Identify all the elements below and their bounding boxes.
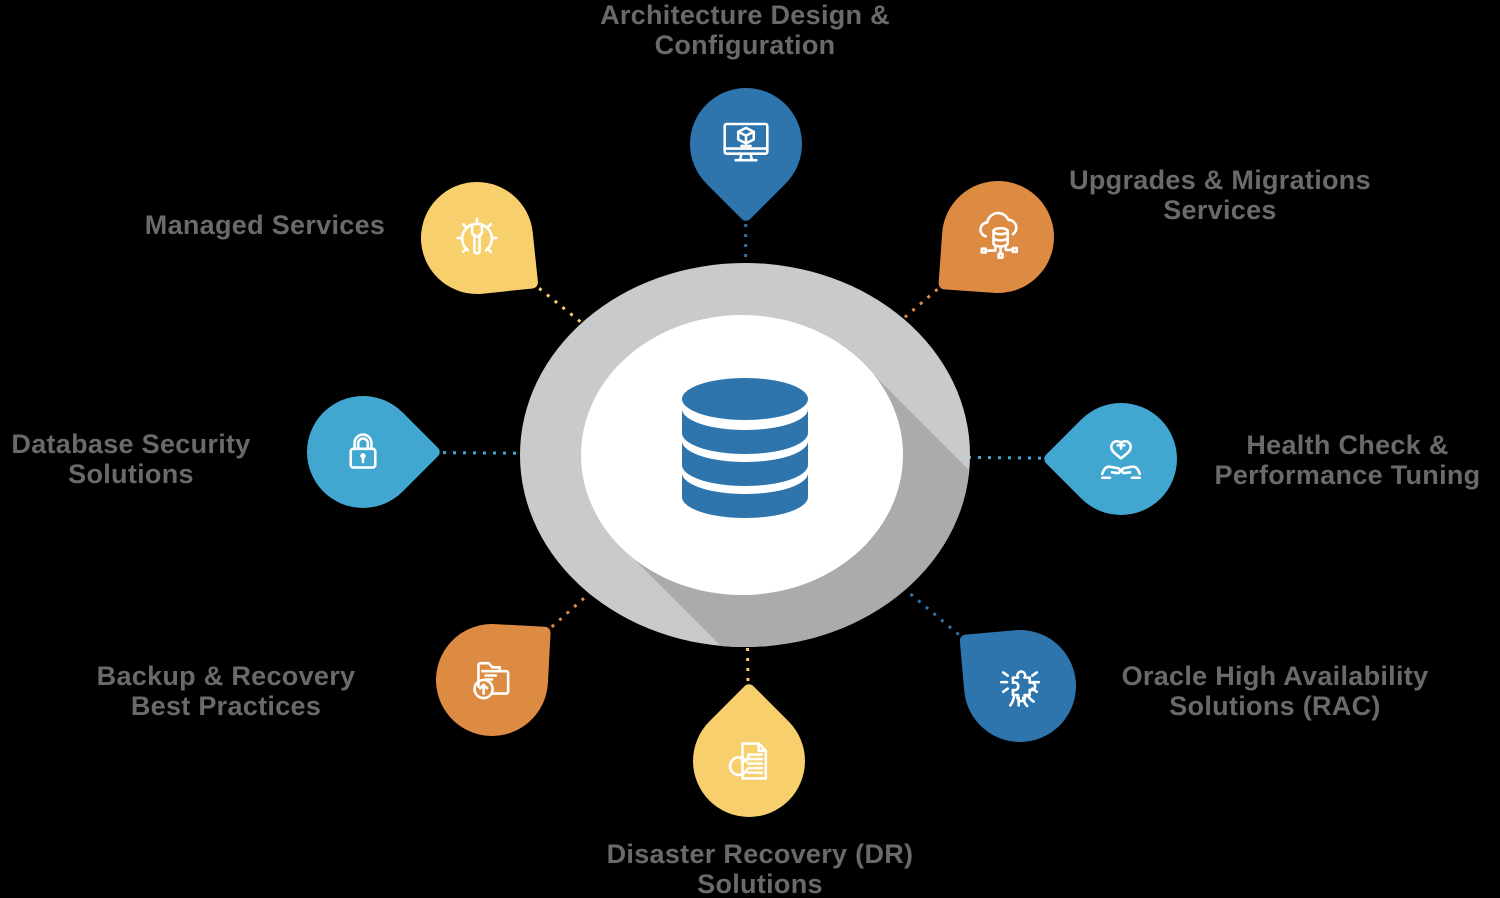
node-health-check: [1041, 379, 1201, 539]
database-icon: [682, 378, 808, 518]
puzzle-icon: [964, 630, 1076, 742]
hands-heart-icon: [1065, 403, 1177, 515]
gear-wrench-icon: [421, 182, 533, 294]
hub-face: [581, 315, 903, 595]
label-health-check: Health Check & Performance Tuning: [1214, 430, 1481, 490]
folder-upload-icon: [436, 624, 548, 736]
cloud-database-icon: [942, 181, 1054, 293]
label-disaster-recovery: Disaster Recovery (DR) Solutions: [606, 839, 914, 898]
padlock-icon: [307, 396, 419, 508]
node-managed-services: [415, 176, 539, 300]
node-backup-recovery: [433, 621, 551, 739]
hub: [520, 263, 970, 647]
node-architecture-design: [666, 64, 826, 224]
label-upgrades-migrations: Upgrades & Migrations Services: [1069, 165, 1371, 225]
monitor-cube-icon: [690, 88, 802, 200]
node-disaster-recovery: [669, 681, 829, 841]
node-upgrades-migrations: [938, 177, 1058, 297]
node-oracle-rac: [959, 625, 1081, 747]
node-database-security: [283, 372, 443, 532]
document-restore-icon: [693, 705, 805, 817]
label-architecture-design: Architecture Design & Configuration: [600, 0, 890, 60]
label-backup-recovery: Backup & Recovery Best Practices: [96, 661, 356, 721]
label-database-security: Database Security Solutions: [11, 429, 251, 489]
label-managed-services: Managed Services: [144, 210, 386, 240]
label-oracle-rac: Oracle High Availability Solutions (RAC): [1121, 661, 1429, 721]
